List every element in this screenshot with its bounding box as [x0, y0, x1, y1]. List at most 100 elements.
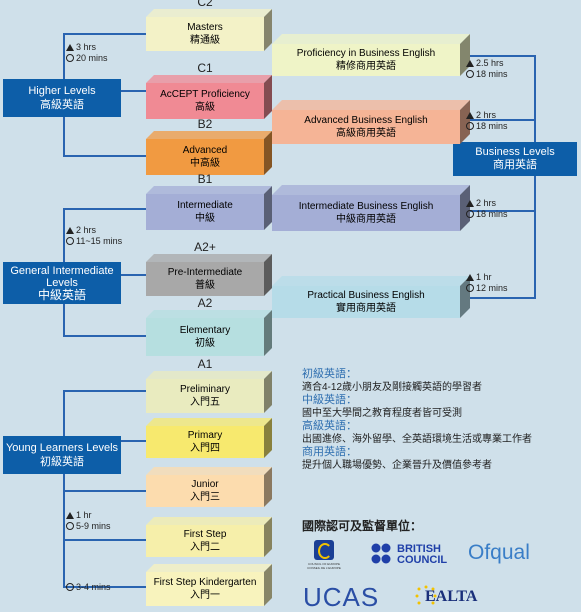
legend-heading: 高級英語： [302, 420, 357, 432]
general-box: AcCEPT Proficiency 高級 [146, 75, 272, 119]
cefr-level-label: A2 [197, 296, 213, 310]
triangle-icon [466, 274, 474, 281]
time-higher: 3 hrs 20 mins [66, 42, 108, 64]
time-biz-int-speaking: 18 mins [476, 209, 508, 219]
time-biz-prac-written: 1 hr [476, 272, 492, 282]
general-box: First Step Kindergarten 入門一 [146, 564, 272, 606]
young-learners-label: Young Learners Levels 初級英語 [3, 436, 121, 474]
exam-name-zh: 實用商用英語 [336, 303, 396, 314]
cefr-level-label: A1 [197, 357, 213, 371]
intermediate-levels-zh: 中級英語 [37, 288, 86, 302]
exam-name-en: Advanced [182, 145, 228, 156]
time-young: 1 hr 5-9 mins [66, 510, 111, 532]
time-biz-int: 2 hrs 18 mins [466, 198, 508, 220]
time-biz-adv: 2 hrs 18 mins [466, 110, 508, 132]
council-of-europe-text: COUNCIL OF EUROPE CONSEIL DE L'EUROPE [307, 562, 341, 570]
time-kinder-speaking: 3-4 mins [76, 582, 111, 592]
british-council-word1: BRITISH [397, 543, 441, 555]
cefr-level-label: C1 [197, 61, 213, 75]
exam-name-en: Proficiency in Business English [296, 48, 436, 59]
young-learners-en: Young Learners Levels [5, 442, 119, 454]
exam-name-zh: 高級 [195, 102, 215, 113]
intermediate-levels-label: General Intermediate Levels 中級英語 [3, 262, 121, 304]
time-young-speaking: 5-9 mins [76, 521, 111, 531]
circle-icon [66, 54, 74, 62]
ealta-star-icon [415, 585, 437, 605]
time-higher-speaking: 20 mins [76, 53, 108, 63]
exam-name-en: Elementary [179, 325, 231, 336]
time-higher-written: 3 hrs [76, 42, 97, 52]
circle-icon [466, 284, 474, 292]
circle-icon [66, 522, 74, 530]
time-intermediate-written: 2 hrs [76, 225, 97, 235]
exam-name-zh: 入門四 [190, 443, 220, 454]
exam-name-en: Masters [187, 22, 223, 33]
exam-name-zh: 精修商用英語 [336, 61, 396, 72]
exam-name-en: Advanced Business English [304, 115, 428, 126]
exam-name-zh: 中高級 [190, 158, 220, 169]
exam-name-en: Preliminary [179, 384, 230, 395]
time-biz-adv-speaking: 18 mins [476, 121, 508, 131]
triangle-icon [466, 112, 474, 119]
british-council-dots-icon [371, 543, 391, 564]
british-council-word2: COUNCIL [397, 554, 448, 566]
business-box-face: Practical Business English 實用商用英語 [272, 286, 460, 318]
business-levels-zh: 商用英語 [493, 159, 537, 171]
general-box-face: Masters 精通級 [146, 17, 264, 51]
accreditation-title: 國際認可及監督單位： [302, 519, 423, 533]
level-descriptions: 初級英語： 適合4-12歲小朋友及剛接觸英語的學習者 中級英語： 國中至大學間之… [302, 368, 532, 472]
exam-name-zh: 精通級 [190, 35, 220, 46]
general-box-face: Primary 入門四 [146, 426, 264, 458]
exam-name-zh: 入門一 [190, 590, 220, 601]
legend-heading: 中級英語： [302, 394, 357, 406]
time-biz-int-written: 2 hrs [476, 198, 497, 208]
cefr-level-label: C2 [197, 0, 213, 9]
time-biz-prac: 1 hr 12 mins [466, 272, 508, 294]
circle-icon [66, 583, 74, 591]
time-biz-prof-written: 2.5 hrs [476, 58, 504, 68]
general-box-face: Preliminary 入門五 [146, 379, 264, 413]
council-of-europe-logo: COUNCIL OF EUROPE CONSEIL DE L'EUROPE [303, 540, 345, 570]
exam-name-en: AcCEPT Proficiency [160, 89, 250, 100]
exam-name-zh: 入門三 [190, 492, 220, 503]
cefr-level-label: A2+ [194, 240, 216, 254]
general-box-face: Advanced 中高級 [146, 139, 264, 175]
exam-name-en: Primary [187, 430, 223, 441]
time-young-written: 1 hr [76, 510, 92, 520]
british-council-logo: BRITISH COUNCIL [370, 543, 470, 569]
exam-name-en: Pre-Intermediate [167, 267, 243, 278]
exam-name-zh: 入門五 [190, 397, 220, 408]
general-box: Preliminary 入門五 [146, 371, 272, 413]
business-box: Proficiency in Business English 精修商用英語 [272, 34, 470, 76]
triangle-icon [66, 227, 74, 234]
triangle-icon [466, 60, 474, 67]
exam-name-en: Intermediate Business English [298, 201, 434, 212]
young-learners-zh: 初級英語 [40, 456, 84, 468]
time-intermediate: 2 hrs 11~15 mins [66, 225, 122, 247]
cefr-level-label: B2 [197, 117, 213, 131]
business-box-face: Proficiency in Business English 精修商用英語 [272, 44, 460, 76]
legend-text: 國中至大學間之教育程度者皆可受測 [302, 408, 462, 419]
circle-icon [466, 70, 474, 78]
ucas-logo: UCAS [303, 582, 380, 612]
exam-name-en: Practical Business English [307, 290, 425, 301]
general-box: Advanced 中高級 [146, 131, 272, 175]
time-biz-prof: 2.5 hrs 18 mins [466, 58, 508, 80]
legend-heading: 初級英語： [302, 368, 357, 380]
intermediate-levels-en: General Intermediate Levels [10, 265, 114, 289]
triangle-icon [66, 44, 74, 51]
higher-levels-zh: 高級英語 [40, 99, 84, 111]
exam-name-en: First Step Kindergarten [153, 577, 257, 588]
